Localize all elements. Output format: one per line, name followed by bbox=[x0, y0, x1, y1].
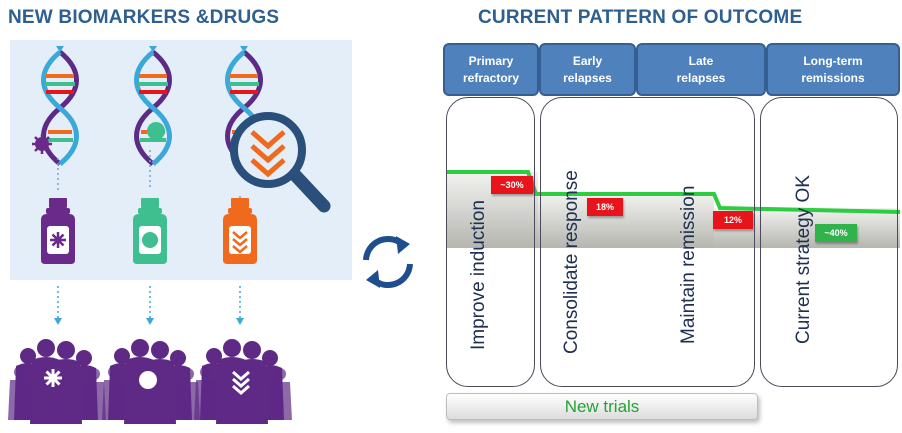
new-trials-bar: New trials bbox=[446, 393, 758, 420]
drug-bottle-teal-icon bbox=[133, 198, 167, 264]
header-late-relapses: Late relapses bbox=[636, 43, 766, 96]
outcome-line bbox=[446, 170, 900, 214]
outcome-badge-3: 12% bbox=[713, 211, 753, 229]
biomarker-dot-icon bbox=[147, 122, 165, 140]
outcome-badge-1: ~30% bbox=[491, 176, 533, 194]
dna-strand-2-icon bbox=[137, 52, 170, 164]
phase-box-consolidate-maintain bbox=[540, 97, 755, 387]
drug-bottle-orange-icon bbox=[223, 198, 257, 264]
outcome-badge-4: ~40% bbox=[815, 224, 857, 242]
magnifier-icon bbox=[230, 112, 331, 213]
patient-group-1-icon bbox=[8, 339, 106, 424]
header-long-term-remissions: Long-term remissions bbox=[766, 43, 900, 96]
outcome-badge-2: 18% bbox=[587, 198, 623, 216]
right-panel-title: CURRENT PATTERN OF OUTCOME bbox=[478, 7, 803, 28]
cycle-arrows-icon bbox=[363, 235, 413, 289]
phase-box-induction bbox=[446, 97, 535, 387]
patient-group-3-icon bbox=[194, 339, 292, 424]
dna-strand-1-icon bbox=[44, 52, 77, 164]
biomarker-star-icon bbox=[32, 134, 52, 154]
header-early-relapses: Early relapses bbox=[539, 43, 636, 96]
header-primary-refractory: Primary refractory bbox=[443, 43, 539, 96]
patient-group-2-icon bbox=[102, 339, 200, 424]
drug-bottle-purple-icon bbox=[41, 198, 75, 264]
phase-box-current-strategy bbox=[760, 97, 898, 387]
left-panel-title: NEW BIOMARKERS &DRUGS bbox=[8, 7, 280, 28]
